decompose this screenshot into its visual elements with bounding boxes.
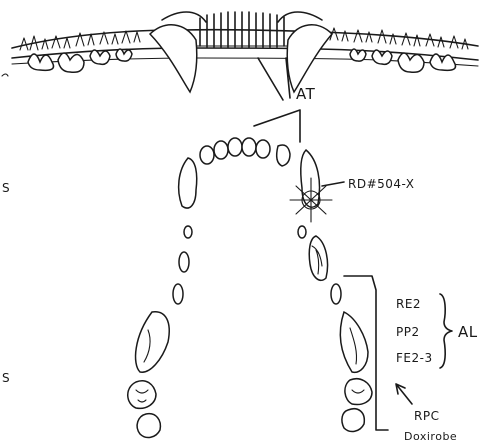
upper-jaw-lateral-view: [12, 12, 478, 92]
attrition-bracket: [254, 110, 300, 142]
lower-left-canine-icon: [179, 158, 197, 208]
lower-right-arcade: [298, 226, 372, 431]
lower-incisors: [200, 138, 290, 166]
codes-curly-brace: [440, 294, 452, 368]
upper-jaw-roots: [20, 28, 468, 50]
group-codes: RE2 PP2 FE2-3 AL: [396, 294, 478, 368]
upper-right-cheek-teeth: [350, 49, 456, 72]
code-pp2: PP2: [396, 325, 420, 339]
resorption-leader: [322, 182, 344, 186]
resorption-label: RD#504-X: [348, 177, 415, 191]
attrition-label: AT: [296, 85, 316, 103]
lower-left-arcade: [128, 226, 192, 437]
rpc-note: Doxirobe: [404, 430, 457, 443]
rpc-annotation: RPC Doxirobe: [396, 384, 457, 443]
margin-text-top: S: [2, 181, 10, 195]
attrition-leader-left: [258, 58, 283, 100]
rpc-arrow: [396, 384, 412, 404]
margin-text-bottom: S: [2, 371, 10, 385]
margin-mark-top-left: [2, 74, 8, 76]
abrasion-label: AL: [458, 323, 478, 341]
rpc-label: RPC: [414, 409, 439, 423]
code-re2: RE2: [396, 297, 421, 311]
code-fe2-3: FE2-3: [396, 351, 433, 365]
